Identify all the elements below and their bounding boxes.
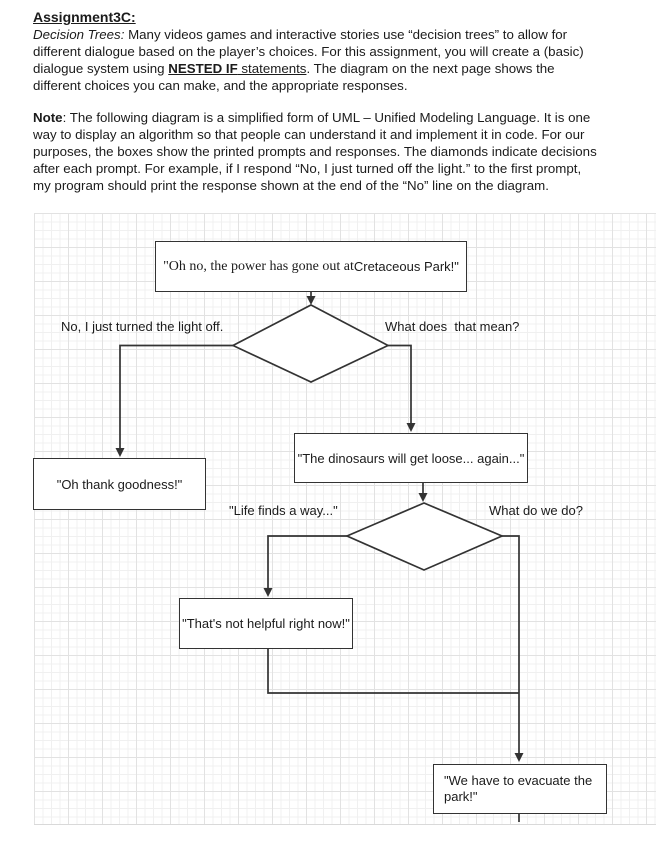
text-line: Note: The following diagram is a simplif…	[33, 110, 591, 125]
response-box-not-helpful: "That's not helpful right now!"	[179, 598, 353, 649]
branch-label-life-finds-a-way: "Life finds a way..."	[229, 503, 338, 518]
document-text: Assignment3C: Decision Trees: Many video…	[33, 9, 643, 193]
text-line: purposes, the boxes show the printed pro…	[33, 144, 597, 159]
text-line: way to display an algorithm so that peop…	[33, 127, 585, 142]
response-box-thank-goodness: "Oh thank goodness!"	[33, 458, 206, 510]
prompt-box-power-out-serif-text: "Oh no, the power has gone out at	[163, 258, 354, 274]
assignment-heading: Assignment3C:	[33, 9, 136, 25]
text-line: my program should print the response sho…	[33, 178, 549, 193]
branch-label-what-mean: What does that mean?	[385, 319, 520, 334]
intro-paragraph: Decision Trees: Many videos games and in…	[33, 26, 584, 94]
note-paragraph: Note: The following diagram is a simplif…	[33, 109, 597, 194]
text-line: after each prompt. For example, if I res…	[33, 161, 582, 176]
branch-label-no: No, I just turned the light off.	[61, 319, 224, 334]
grid-paper	[34, 213, 656, 825]
prompt-box-dinosaurs-loose-text: "The dinosaurs will get loose... again..…	[297, 450, 525, 466]
text-line: different dialogue based on the player’s…	[33, 44, 584, 59]
response-box-evacuate: "We have to evacuate the park!"	[433, 764, 607, 814]
response-box-not-helpful-text: "That's not helpful right now!"	[182, 616, 350, 631]
text-line: dialogue system using NESTED IF statemen…	[33, 61, 555, 76]
text-line: Decision Trees: Many videos games and in…	[33, 27, 568, 42]
branch-label-what-do-we-do: What do we do?	[489, 503, 583, 518]
prompt-box-dinosaurs-loose: "The dinosaurs will get loose... again..…	[294, 433, 528, 483]
response-box-evacuate-text: "We have to evacuate the park!"	[444, 773, 593, 804]
response-box-thank-goodness-text: "Oh thank goodness!"	[56, 476, 183, 492]
prompt-box-power-out: "Oh no, the power has gone out at Cretac…	[155, 241, 467, 292]
text-line: different choices you can make, and the …	[33, 78, 408, 93]
prompt-box-power-out-sans-text: Cretaceous Park!"	[353, 259, 459, 274]
